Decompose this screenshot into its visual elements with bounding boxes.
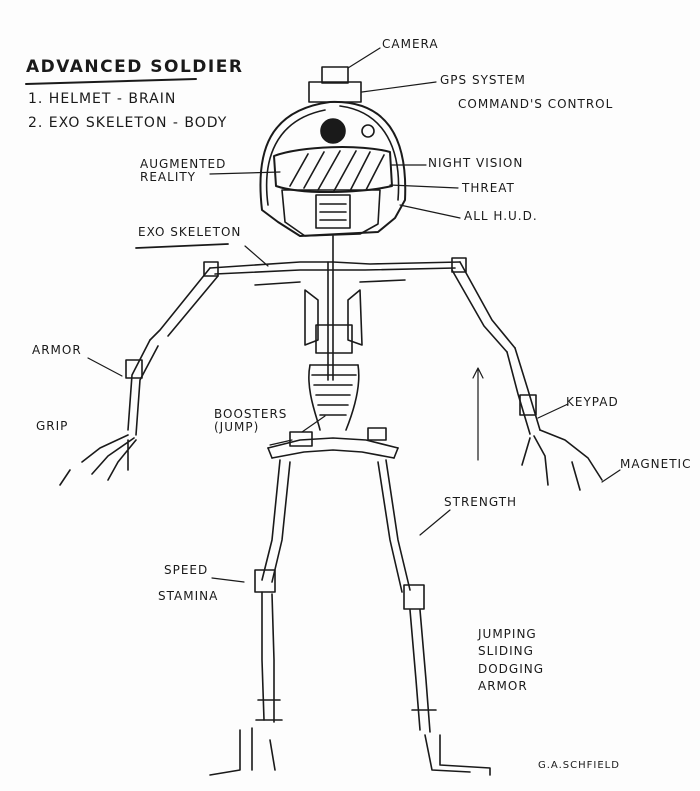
label-gps-system: GPS SYSTEM <box>440 73 526 87</box>
component-item-exoskeleton: 2. EXO SKELETON - BODY <box>28 115 228 131</box>
label-camera: CAMERA <box>382 37 439 51</box>
leader-lines <box>87 47 621 583</box>
right-arm <box>451 261 603 491</box>
torso <box>304 261 363 431</box>
artist-signature: G.A.SCHFIELD <box>538 760 620 771</box>
component-item-helmet: 1. HELMET - BRAIN <box>28 91 177 107</box>
exoskeleton-underline <box>135 243 229 249</box>
grip-fingers <box>59 434 137 486</box>
left-arm <box>59 267 219 486</box>
label-speed: SPEED <box>164 563 209 577</box>
visor <box>273 146 393 194</box>
page-title: ADVANCED SOLDIER <box>26 57 244 77</box>
label-threat: THREAT <box>462 181 515 195</box>
label-boosters-jump: BOOSTERS (JUMP) <box>214 407 288 435</box>
label-commands-control: COMMAND'S CONTROL <box>458 97 614 111</box>
helmet-sensor <box>320 118 346 144</box>
label-exoskeleton: EXO SKELETON <box>138 225 242 239</box>
right-foot <box>424 734 491 776</box>
left-foot <box>209 727 276 776</box>
label-magnetic: MAGNETIC <box>620 457 692 471</box>
label-night-vision: NIGHT VISION <box>428 156 524 170</box>
label-keypad: KEYPAD <box>566 395 619 409</box>
shoulders <box>203 235 467 286</box>
left-leg <box>209 459 291 776</box>
booster-right <box>367 427 387 441</box>
hips <box>267 427 399 459</box>
label-all-hud: ALL H.U.D. <box>464 209 538 223</box>
camera-mount <box>321 66 349 84</box>
label-strength: STRENGTH <box>444 495 518 509</box>
label-grip: GRIP <box>36 419 69 433</box>
right-leg <box>377 459 491 776</box>
magnetic-fingers <box>521 429 603 491</box>
label-armor: ARMOR <box>32 343 82 357</box>
label-augmented-reality: AUGMENTED REALITY <box>140 157 227 185</box>
helmet <box>259 66 407 237</box>
label-abilities: JUMPING SLIDING DODGING ARMOR <box>478 627 545 694</box>
title-underline <box>25 78 197 85</box>
label-stamina: STAMINA <box>158 589 219 603</box>
keypad <box>519 394 537 416</box>
booster-left <box>289 431 313 447</box>
